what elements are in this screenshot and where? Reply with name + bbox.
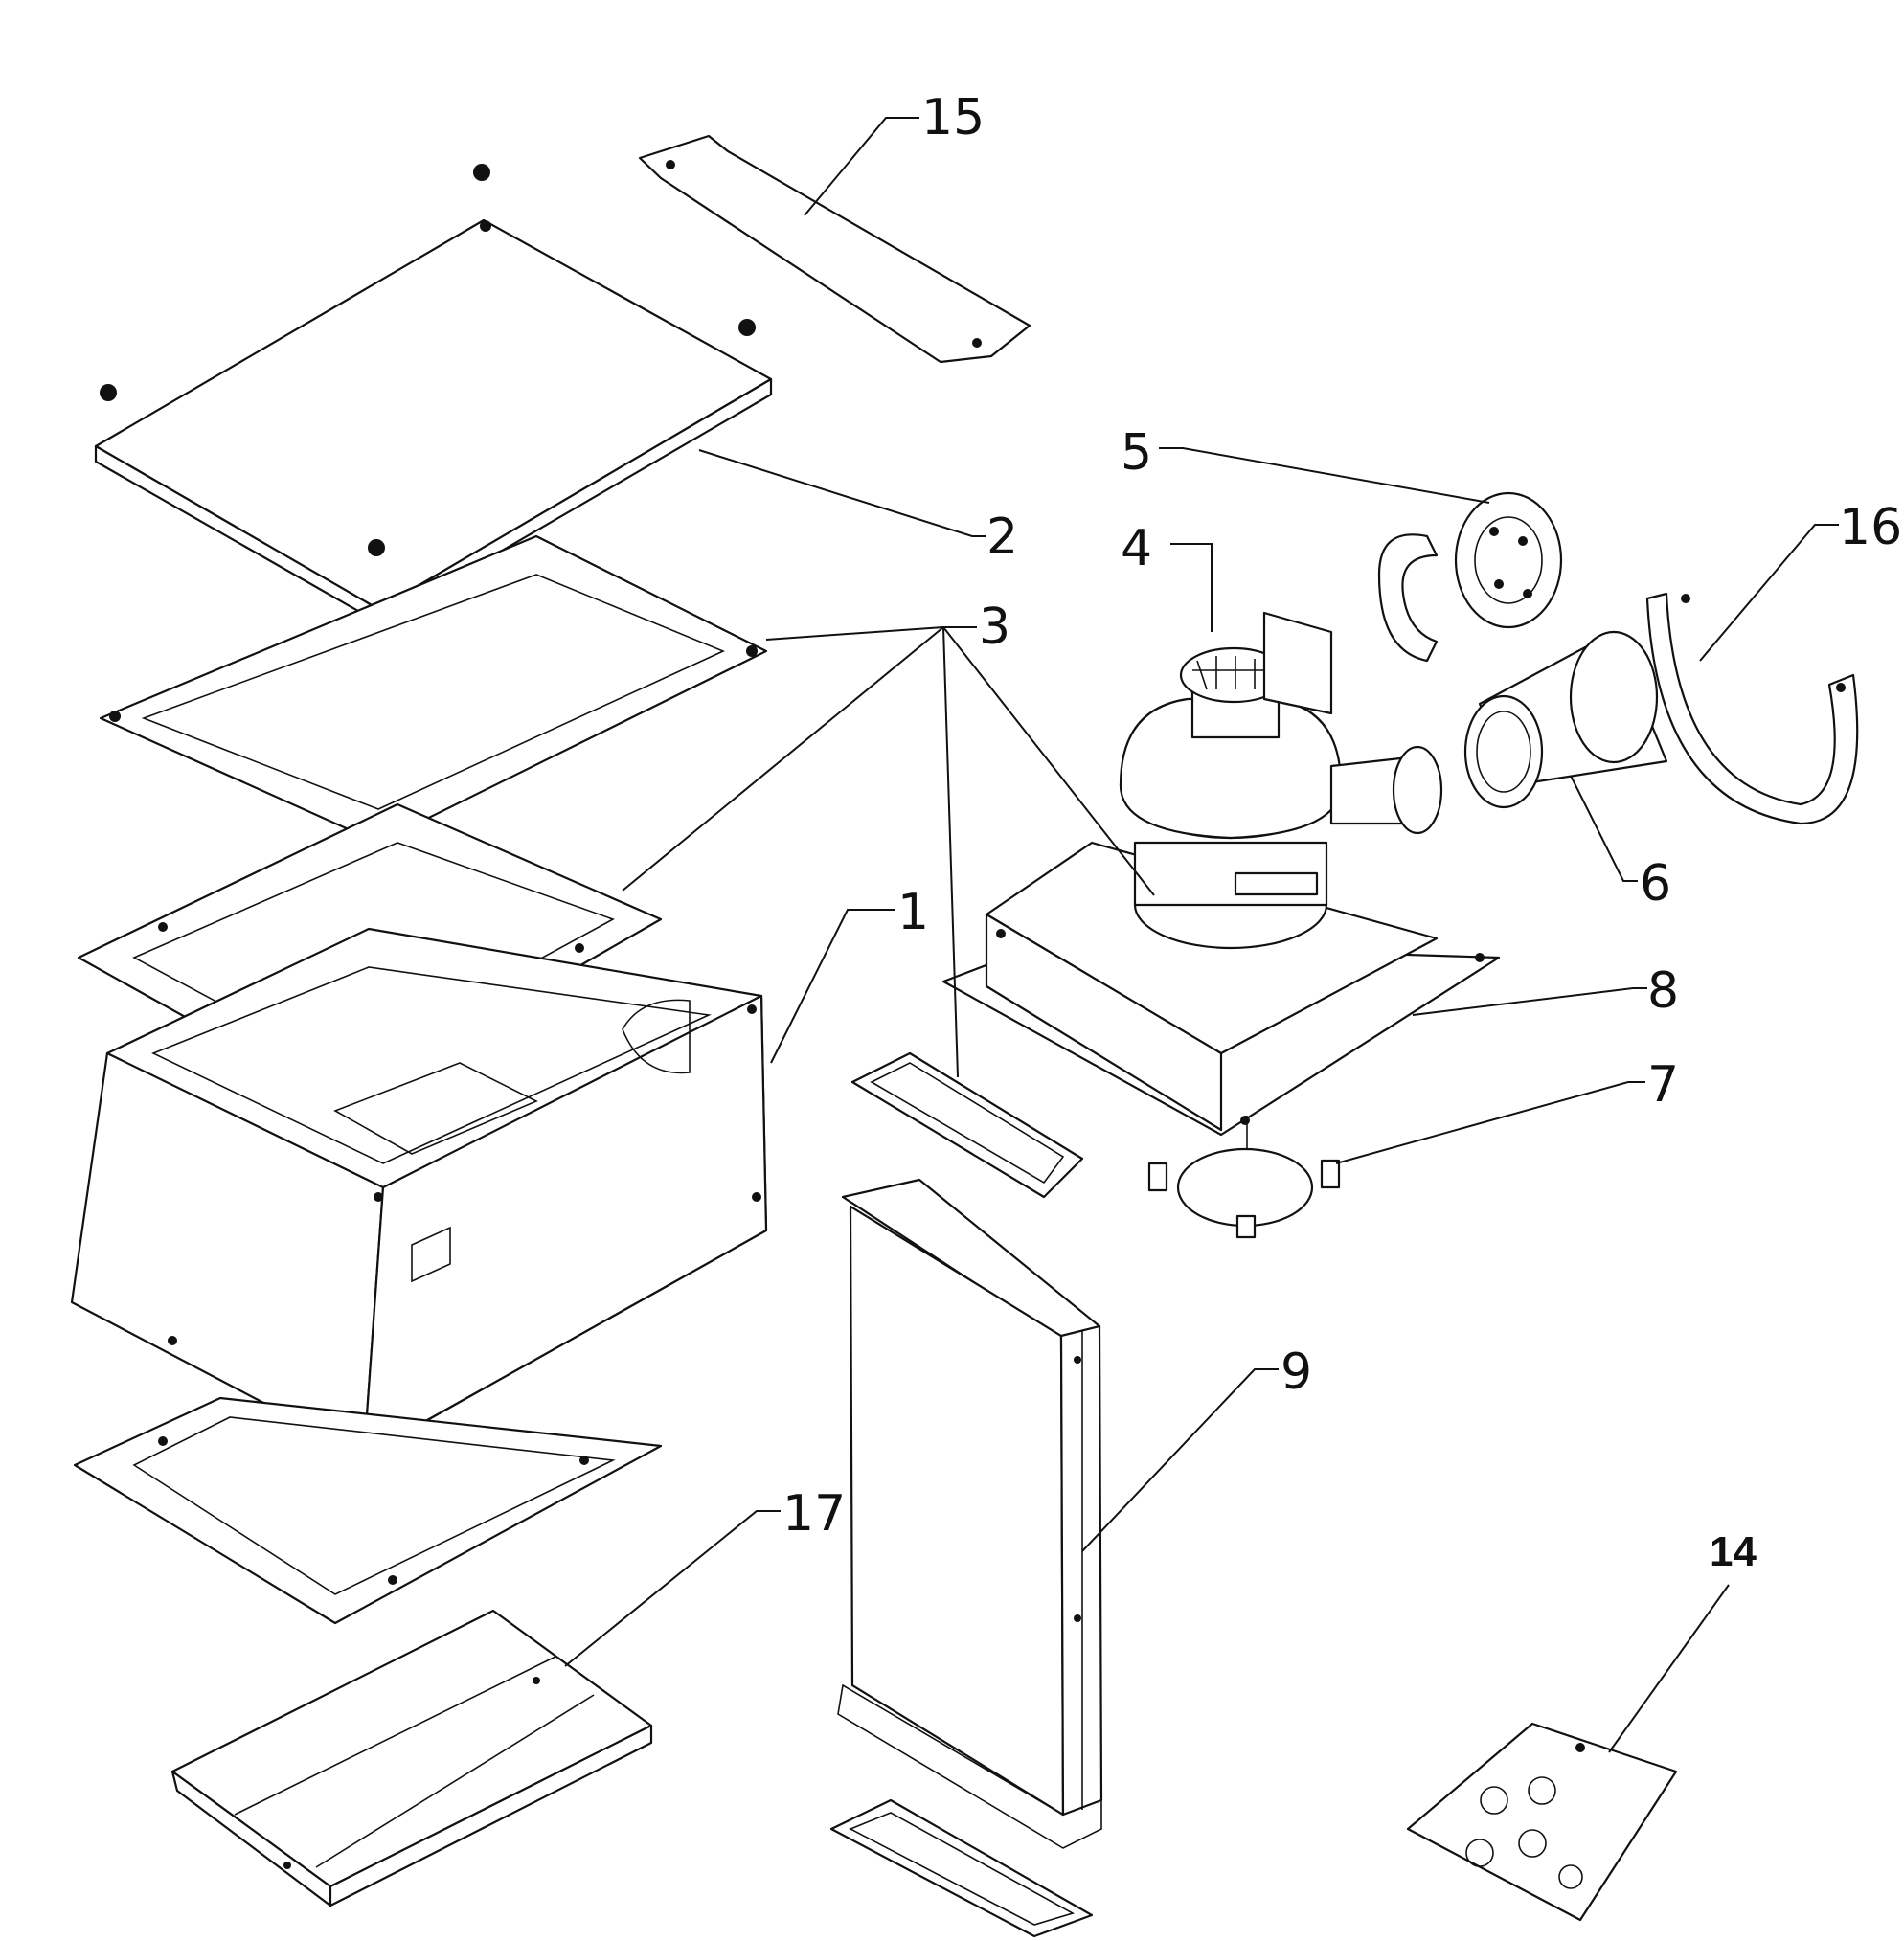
bottom-gasket — [73, 1396, 663, 1625]
callout-7: 7 — [1647, 1056, 1679, 1114]
duct-top-gasket — [850, 1051, 1084, 1199]
callout-15: 15 — [921, 89, 985, 147]
part-6-pipe-coupler — [1463, 630, 1668, 809]
callout-9: 9 — [1281, 1343, 1312, 1401]
part-7-damper — [1147, 1116, 1341, 1239]
callout-4: 4 — [1121, 520, 1152, 577]
callout-2: 2 — [986, 508, 1018, 566]
part-15-strip-bracket — [638, 134, 1031, 364]
part-3-upper-gasket — [99, 534, 768, 845]
callout-8: 8 — [1647, 962, 1679, 1020]
callout-1: 1 — [897, 884, 929, 941]
callout-6: 6 — [1640, 855, 1671, 913]
duct-bottom-gasket — [829, 1798, 1094, 1938]
callout-16: 16 — [1839, 499, 1902, 556]
part-4-blower-motor — [1119, 611, 1443, 950]
part-16-ring-clamp — [1645, 592, 1859, 825]
leader-lines — [564, 117, 1839, 1753]
part-2-top-cover — [94, 164, 773, 624]
part-1-main-housing — [70, 927, 768, 1457]
callout-14: 14 — [1710, 1528, 1757, 1575]
part-5-pressure-switch — [1377, 491, 1563, 663]
callout-17: 17 — [782, 1485, 846, 1543]
part-14-hardware-bag — [1406, 1722, 1678, 1922]
part-17-bottom-plate — [170, 1609, 653, 1907]
part-9-vertical-duct — [837, 1178, 1103, 1849]
callout-5: 5 — [1121, 424, 1152, 482]
callout-3: 3 — [979, 598, 1010, 656]
